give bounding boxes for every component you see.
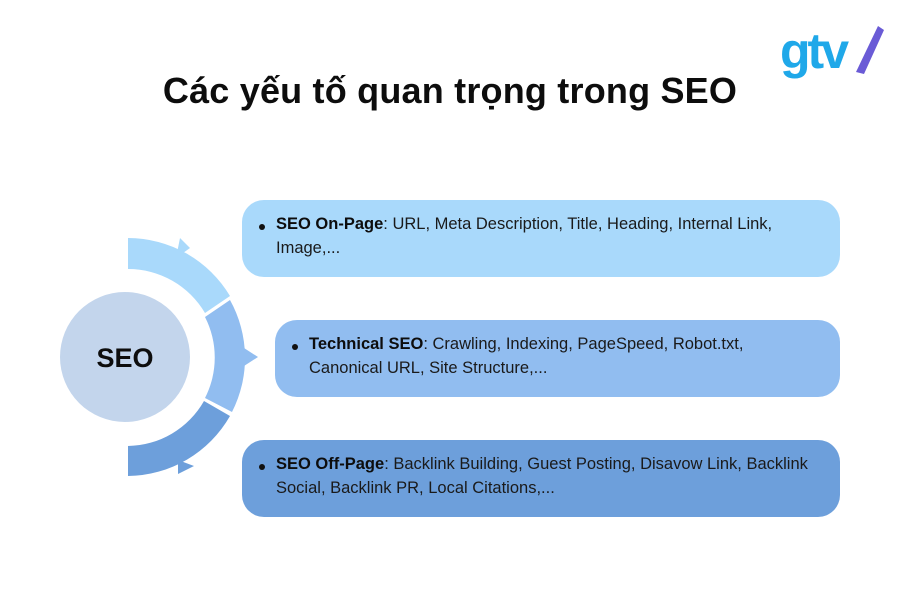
gtv-logo-icon: gtv [780,23,884,79]
card-heading: SEO Off-Page [276,455,385,473]
logo-accent-stroke [856,26,884,74]
bullet-icon [259,464,265,470]
ring-arrow-technical [244,348,258,366]
page-title: Các yếu tố quan trọng trong SEO [162,70,738,111]
bullet-icon [259,224,265,230]
ring-arrow-on-page [176,238,190,258]
card-heading: Technical SEO [309,335,424,353]
ring-segment-off-page [128,401,230,476]
card-text: : URL, Meta Description, Title, Heading,… [276,215,773,257]
ring-segment-on-page [128,238,230,313]
card-text: : Backlink Building, Guest Posting, Disa… [276,455,808,497]
bullet-icon [292,344,298,350]
seo-hub-label: SEO [96,343,153,373]
ring-arrow-off-page [178,460,194,474]
card-seo-off-page: SEO Off-Page: Backlink Building, Guest P… [242,440,840,517]
card-heading: SEO On-Page [276,215,384,233]
card-seo-on-page: SEO On-Page: URL, Meta Description, Titl… [242,200,840,277]
ring-segment-technical [205,300,246,412]
card-technical-seo: Technical SEO: Crawling, Indexing, PageS… [275,320,840,397]
card-text: : Crawling, Indexing, PageSpeed, Robot.t… [309,335,744,377]
logo-text: gtv [780,23,849,79]
seo-hub-circle [60,292,190,422]
